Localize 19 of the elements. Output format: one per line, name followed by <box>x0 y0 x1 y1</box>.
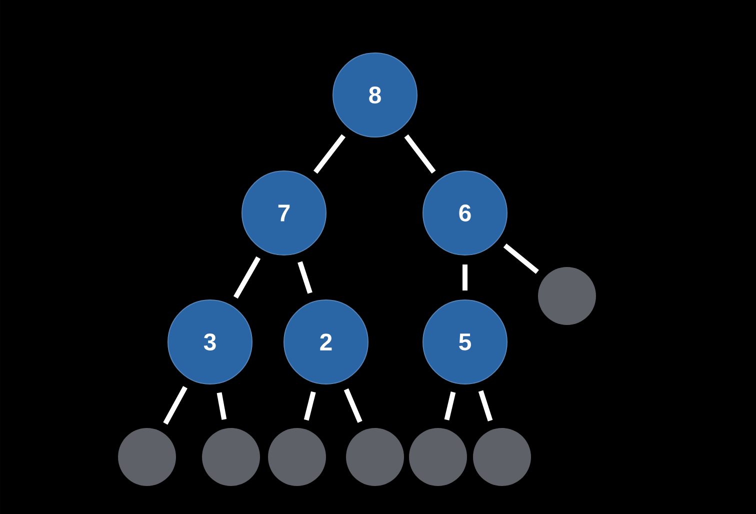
tree-line <box>216 392 227 420</box>
tree-line <box>503 244 539 274</box>
tree-line <box>462 264 468 290</box>
empty-circle <box>118 428 176 486</box>
empty-circle <box>473 428 531 486</box>
empty-circle <box>409 428 467 486</box>
tree-line <box>344 388 362 423</box>
tree-line <box>233 256 261 299</box>
tree-line <box>313 134 346 174</box>
empty-circle <box>538 267 596 325</box>
empty-circle <box>268 428 326 486</box>
tree-line <box>444 392 456 420</box>
tree-line <box>478 390 493 422</box>
tree-line <box>163 386 188 425</box>
empty-circle <box>346 428 404 486</box>
tree-line <box>404 134 436 174</box>
empty-circle <box>202 428 260 486</box>
tree-line <box>298 261 312 294</box>
tree-line <box>304 391 316 421</box>
